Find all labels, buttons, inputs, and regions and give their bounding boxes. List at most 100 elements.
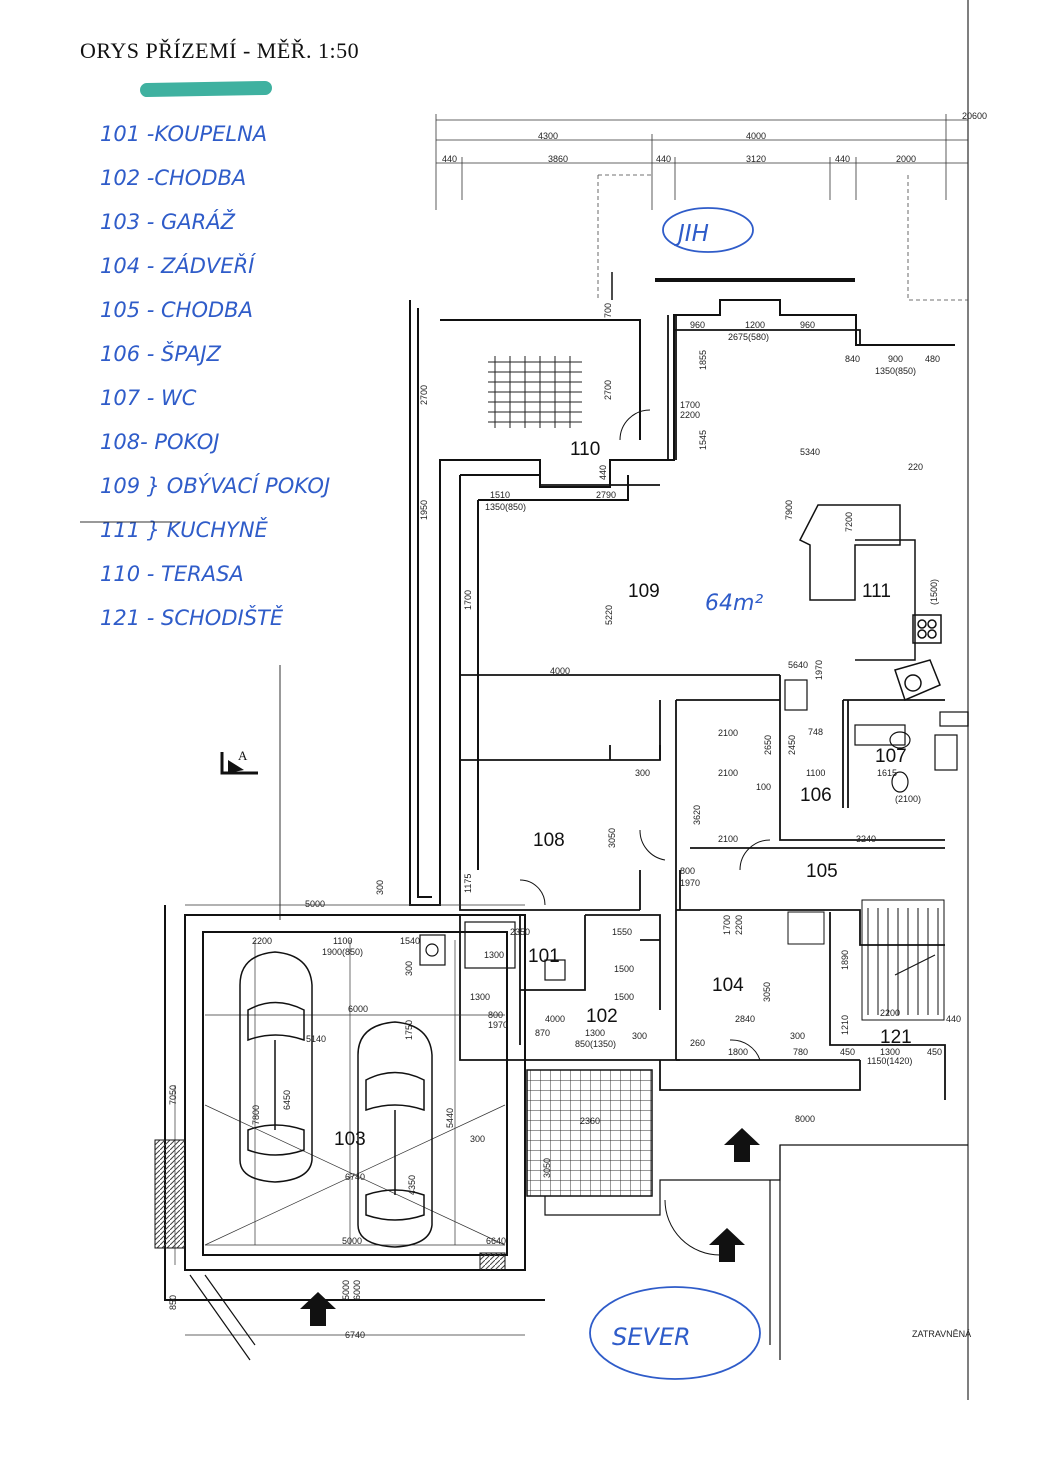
exterior-walls xyxy=(409,299,955,906)
dim-label: 1700 xyxy=(722,915,732,935)
dim-label: 780 xyxy=(793,1047,808,1057)
legend-item: 121 - SCHODIŠTĚ xyxy=(100,606,284,630)
dim-label: 440 xyxy=(835,154,850,164)
dim-label: 6450 xyxy=(282,1090,292,1110)
dim-label: 2200 xyxy=(734,915,744,935)
bathroom-fixtures xyxy=(419,921,566,981)
room-number-102: 102 xyxy=(586,1006,618,1027)
dim-label: 3120 xyxy=(746,154,766,164)
dim-label: (2100) xyxy=(895,794,921,804)
room-numbers: 110 109 111 108 107 106 105 104 101 102 … xyxy=(334,439,912,1150)
dim-label: 3240 xyxy=(856,834,876,844)
dim-label: 748 xyxy=(808,727,823,737)
legend-item: 110 - TERASA xyxy=(100,562,244,586)
room-number-106: 106 xyxy=(800,785,832,806)
dim-label: 700 xyxy=(603,303,613,318)
dim-label: 4350 xyxy=(407,1175,417,1195)
dim-label: 5000 xyxy=(341,1280,351,1300)
legend-item: 102 -CHODBA xyxy=(100,166,247,190)
dim-label: 20600 xyxy=(962,111,987,121)
dim-label: 960 xyxy=(800,320,815,330)
dim-label: 1700 xyxy=(680,400,700,410)
dim-label: 5440 xyxy=(445,1108,455,1128)
dim-label: 300 xyxy=(632,1031,647,1041)
car-left xyxy=(239,951,313,1183)
kitchen-counter xyxy=(798,504,942,702)
dim-label: 1100 xyxy=(333,936,352,946)
garage-hatched-block xyxy=(479,1252,506,1271)
dim-label: 2650 xyxy=(763,735,773,755)
dim-label: 2675(580) xyxy=(728,332,769,342)
legend-item: 105 - CHODBA xyxy=(100,298,253,322)
room-number-107: 107 xyxy=(875,746,907,767)
dim-label: 1300 xyxy=(484,950,504,960)
room-number-108: 108 xyxy=(533,830,565,851)
dim-label: 450 xyxy=(840,1047,855,1057)
dim-label: 1700 xyxy=(463,590,473,610)
room-number-121: 121 xyxy=(880,1027,912,1048)
garage-walls xyxy=(164,905,545,1301)
stairs xyxy=(787,899,945,1021)
dim-label: 5220 xyxy=(604,605,614,625)
door-swings xyxy=(519,409,771,1256)
dim-label: 300 xyxy=(790,1031,805,1041)
legend-item: 107 - WC xyxy=(100,386,197,410)
dim-label: 2700 xyxy=(419,385,429,405)
dim-label: 2360 xyxy=(580,1116,600,1126)
dim-label: 800 xyxy=(488,1010,503,1020)
dim-label: 840 xyxy=(845,354,860,364)
dim-label: 1350(850) xyxy=(875,366,916,376)
dim-label: 1890 xyxy=(840,950,850,970)
room-number-105: 105 xyxy=(806,861,838,882)
legend-item: 108- POKOJ xyxy=(100,430,220,454)
dim-label: 440 xyxy=(656,154,671,164)
dim-label: 870 xyxy=(535,1028,550,1038)
dim-label: 260 xyxy=(690,1038,705,1048)
dim-label: 1855 xyxy=(698,350,708,370)
dim-label: 300 xyxy=(404,961,414,976)
garage-hatched-wall xyxy=(154,1139,186,1249)
legend-item: 103 - GARÁŽ xyxy=(100,210,235,234)
room-number-101: 101 xyxy=(528,946,560,967)
dim-label: 220 xyxy=(908,462,923,472)
south-ellipse xyxy=(662,207,754,253)
terrace-grid xyxy=(488,356,582,428)
lawn-label: ZATRAVNĚNÁ xyxy=(912,1329,971,1339)
terrace-outline xyxy=(597,174,968,301)
dim-label: 1970 xyxy=(680,878,700,888)
north-outline xyxy=(189,1144,968,1361)
dim-label: 6740 xyxy=(345,1330,365,1340)
dim-label: 850(1350) xyxy=(575,1039,616,1049)
page-title: ORYS PŘÍZEMÍ - MĚŘ. 1:50 xyxy=(80,38,360,63)
north-ellipse xyxy=(589,1286,761,1380)
dim-label: 5340 xyxy=(800,447,820,457)
dim-label: 7050 xyxy=(168,1085,178,1105)
wc-fixtures xyxy=(784,679,969,793)
dim-label: 1300 xyxy=(585,1028,605,1038)
dim-label: 7800 xyxy=(251,1105,261,1125)
area-note: 64m² xyxy=(705,591,763,616)
dim-label: 2100 xyxy=(718,834,738,844)
dim-label: 5000 xyxy=(342,1236,362,1246)
dim-label: 480 xyxy=(925,354,940,364)
car-right xyxy=(357,1021,433,1248)
plan-vertical-dimension-labels: 700 2700 2700 1855 1545 440 7900 7200 (1… xyxy=(168,303,939,1310)
dim-label: 5000 xyxy=(305,899,325,909)
dim-label: 1750 xyxy=(404,1020,414,1040)
dim-label: 4000 xyxy=(550,666,570,676)
dim-label: 1210 xyxy=(840,1015,850,1035)
dim-label: 3860 xyxy=(548,154,568,164)
dim-label: 1615 xyxy=(877,768,897,778)
dim-label: 1350(850) xyxy=(485,502,526,512)
dim-label: 3620 xyxy=(692,805,702,825)
dim-label: 800 xyxy=(680,866,695,876)
entrance-paving xyxy=(526,1069,653,1197)
top-dimension-lines xyxy=(435,114,968,210)
north-label: SEVER xyxy=(612,1323,691,1351)
dim-label: 1970 xyxy=(488,1020,508,1030)
south-label: JIH xyxy=(674,221,709,247)
dim-label: 1300 xyxy=(470,992,490,1002)
section-label: A xyxy=(238,748,248,763)
dim-label: 2840 xyxy=(735,1014,755,1024)
